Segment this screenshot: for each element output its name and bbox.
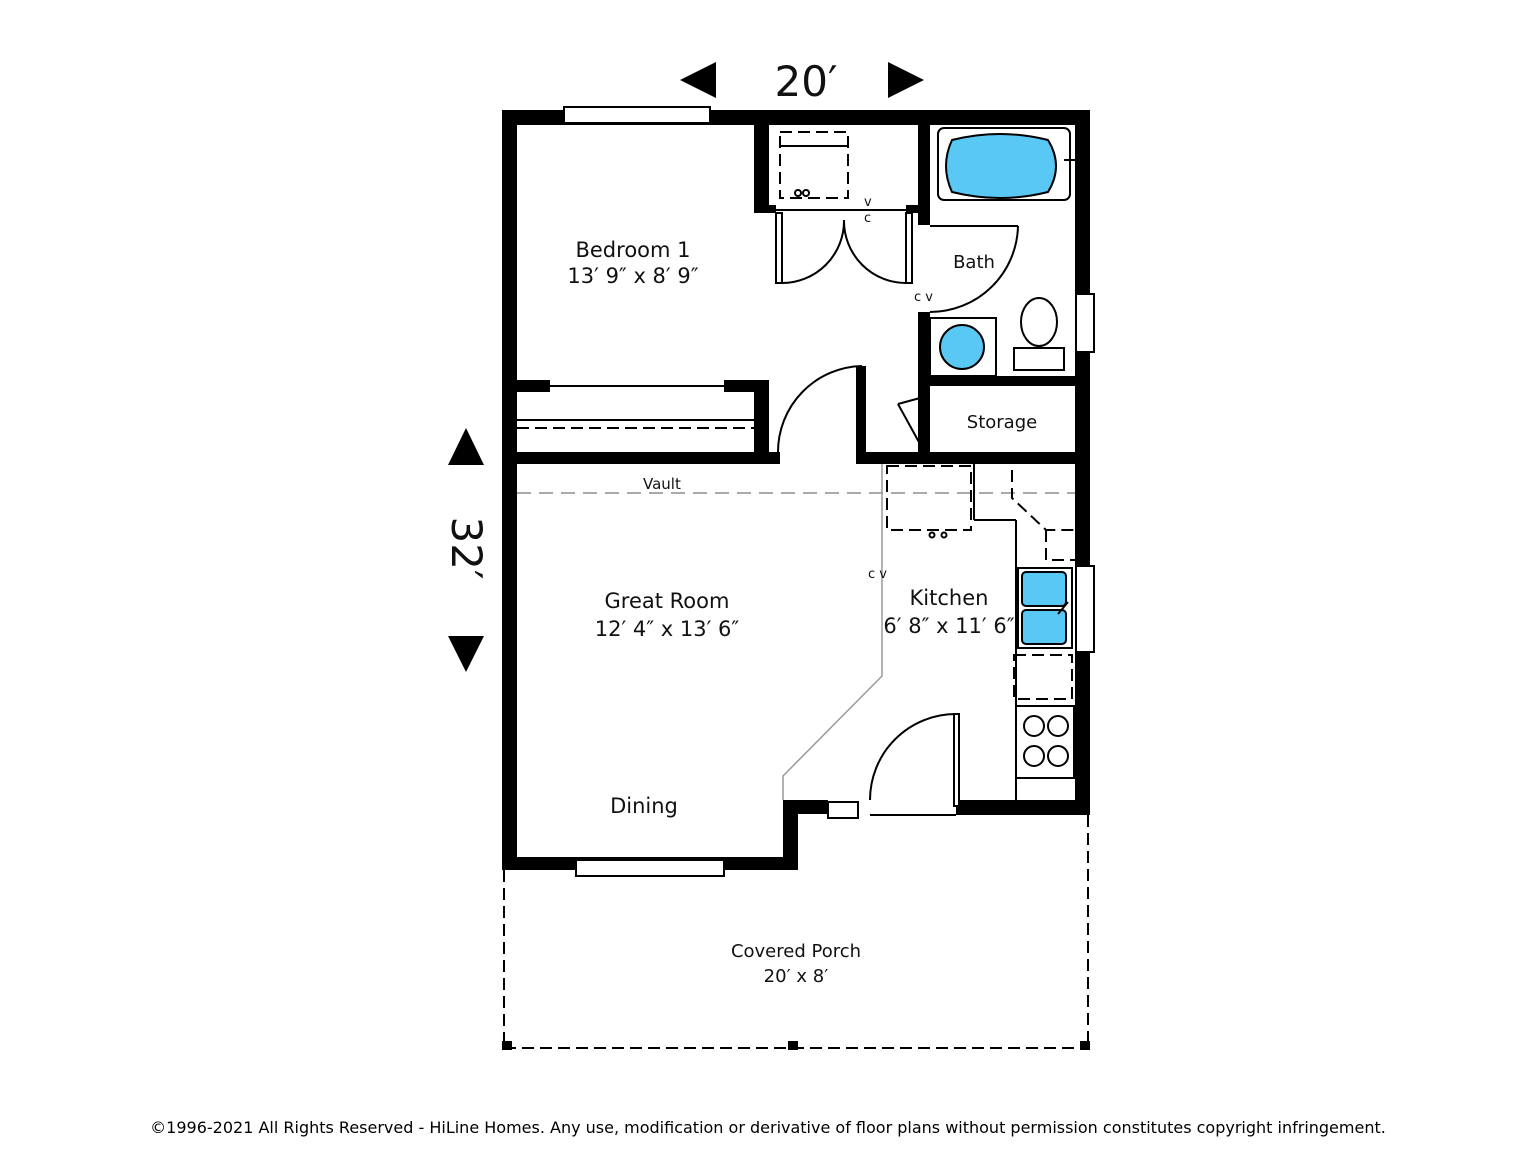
toilet-icon bbox=[1013, 347, 1065, 371]
width-dimension: 20′ bbox=[680, 57, 924, 106]
kitchen-size: 6′ 8″ x 11′ 6″ bbox=[883, 614, 1014, 638]
bath-name: Bath bbox=[953, 252, 995, 273]
windows bbox=[563, 106, 1095, 877]
kitchen-cv-label: c v bbox=[868, 567, 887, 582]
bedroom-door bbox=[777, 365, 863, 453]
length-dimension-label: 32′ bbox=[442, 517, 491, 580]
entry-door bbox=[869, 713, 960, 816]
stove-icon bbox=[1015, 705, 1075, 779]
arrow-right-icon bbox=[888, 62, 924, 98]
linen-closet bbox=[517, 385, 754, 429]
covered-porch bbox=[502, 815, 1090, 1050]
bedroom-size: 13′ 9″ x 8′ 9″ bbox=[567, 264, 698, 288]
porch-size: 20′ x 8′ bbox=[764, 966, 829, 987]
bath-fixtures: c v bbox=[914, 127, 1076, 377]
window-bedroom bbox=[563, 106, 711, 124]
kitchen-boundary bbox=[782, 464, 883, 800]
kitchen-name: Kitchen bbox=[910, 586, 989, 610]
window-small-entry bbox=[827, 801, 859, 819]
exterior-walls bbox=[502, 110, 1090, 870]
porch-name: Covered Porch bbox=[731, 941, 861, 962]
closet-c-label: c bbox=[864, 211, 871, 226]
kitchen-fixtures: c v bbox=[868, 464, 1075, 800]
valve-icon bbox=[928, 531, 936, 539]
great-room-size: 12′ 4″ x 13′ 6″ bbox=[595, 617, 740, 641]
vault-label: Vault bbox=[643, 475, 681, 493]
closet-v-label: v bbox=[864, 195, 872, 210]
bath-cv-label: c v bbox=[914, 290, 933, 305]
valve-icon bbox=[940, 531, 948, 539]
window-kitchen bbox=[1075, 565, 1095, 653]
bedroom-name: Bedroom 1 bbox=[575, 238, 690, 262]
copyright-notice: ©1996-2021 All Rights Reserved - HiLine … bbox=[150, 1118, 1386, 1137]
closet: v c bbox=[775, 131, 913, 284]
valve-icon bbox=[802, 189, 810, 197]
valve-icon bbox=[794, 189, 802, 197]
great-room-name: Great Room bbox=[605, 589, 730, 613]
width-dimension-label: 20′ bbox=[775, 57, 838, 106]
interior-walls bbox=[502, 125, 1090, 464]
length-dimension: 32′ bbox=[442, 428, 491, 672]
storage-door bbox=[897, 397, 921, 445]
arrow-down-icon bbox=[448, 636, 484, 672]
window-bath bbox=[1075, 293, 1095, 353]
storage-name: Storage bbox=[967, 412, 1037, 433]
arrow-left-icon bbox=[680, 62, 716, 98]
window-dining bbox=[575, 859, 725, 877]
dining-name: Dining bbox=[610, 794, 678, 818]
arrow-up-icon bbox=[448, 428, 484, 465]
